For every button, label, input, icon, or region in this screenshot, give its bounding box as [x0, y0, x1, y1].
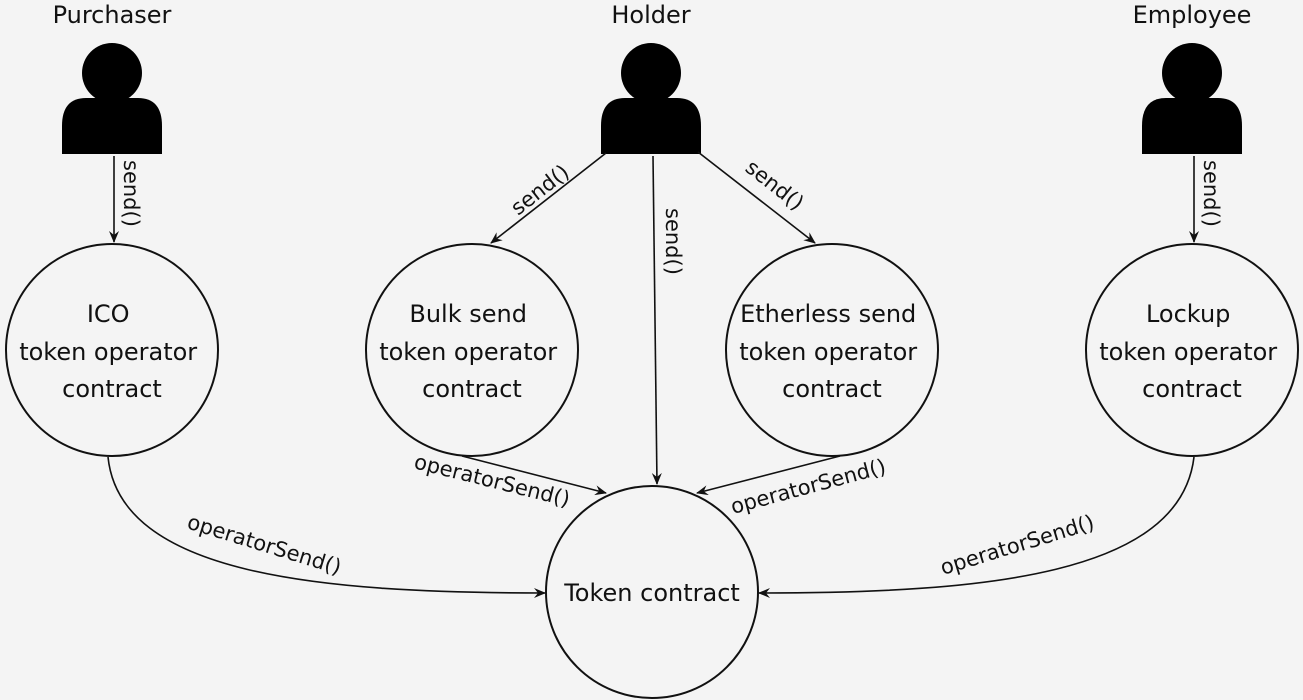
- svg-text:ICO token operator: ICO token operator contract: [19, 300, 205, 403]
- person-icon: [601, 43, 701, 154]
- node-etherless-line-1: Etherless send: [740, 300, 916, 328]
- node-ico-line-1: ICO: [87, 300, 130, 328]
- node-bulk-line-1: Bulk send: [409, 300, 527, 328]
- edge-holder-to-etherless-label: send(): [741, 155, 808, 215]
- edge-employee-to-lockup: send(): [1189, 156, 1223, 243]
- node-bulk-line-2: token operator: [379, 338, 557, 366]
- edge-holder-to-bulk-label: send(): [506, 160, 573, 220]
- actor-employee: Employee: [1133, 1, 1252, 154]
- node-ico-line-2: token operator: [19, 338, 197, 366]
- actor-employee-label: Employee: [1133, 1, 1252, 29]
- svg-text:Bulk send token operator: Bulk send token operator contract: [379, 300, 565, 403]
- node-etherless-line-2: token operator: [739, 338, 917, 366]
- node-token-contract: Token contract: [545, 485, 759, 699]
- svg-text:Etherless send token ope: Etherless send token operator contract: [739, 300, 925, 403]
- edge-employee-to-lockup-label: send(): [1199, 160, 1223, 227]
- actor-purchaser: Purchaser: [53, 1, 172, 154]
- edge-bulk-to-token: operatorSend(): [412, 450, 607, 512]
- actor-holder-label: Holder: [611, 1, 690, 29]
- actor-purchaser-label: Purchaser: [53, 1, 172, 29]
- node-etherless-send: Etherless send token operator contract: [725, 243, 939, 457]
- node-token-label: Token contract: [563, 579, 740, 607]
- edge-purchaser-to-ico: send(): [109, 156, 143, 243]
- edge-holder-to-bulk: send(): [490, 152, 607, 244]
- node-lockup-line-2: token operator: [1099, 338, 1277, 366]
- edge-bulk-to-token-label: operatorSend(): [412, 450, 573, 512]
- edge-holder-to-etherless: send(): [697, 151, 816, 244]
- edge-holder-to-token: send(): [651, 155, 685, 485]
- person-icon: [1142, 43, 1242, 154]
- person-icon: [62, 43, 162, 154]
- node-lockup-line-1: Lockup: [1146, 300, 1230, 328]
- svg-text:Lockup token operator: Lockup token operator contract: [1099, 300, 1285, 403]
- edge-holder-to-token-label: send(): [661, 208, 685, 275]
- node-lockup-line-3: contract: [1142, 375, 1242, 403]
- node-bulk-line-3: contract: [422, 375, 522, 403]
- node-ico-line-3: contract: [62, 375, 162, 403]
- edge-etherless-to-token: operatorSend(): [696, 454, 888, 519]
- node-bulk-send: Bulk send token operator contract: [365, 243, 579, 457]
- edge-lockup-to-token-label: operatorSend(): [937, 510, 1097, 580]
- node-lockup: Lockup token operator contract: [1085, 243, 1299, 457]
- actor-holder: Holder: [601, 1, 701, 154]
- node-etherless-line-3: contract: [782, 375, 882, 403]
- edge-ico-to-token-label: operatorSend(): [185, 510, 345, 580]
- edge-purchaser-to-ico-label: send(): [119, 160, 143, 227]
- node-ico: ICO token operator contract: [5, 243, 219, 457]
